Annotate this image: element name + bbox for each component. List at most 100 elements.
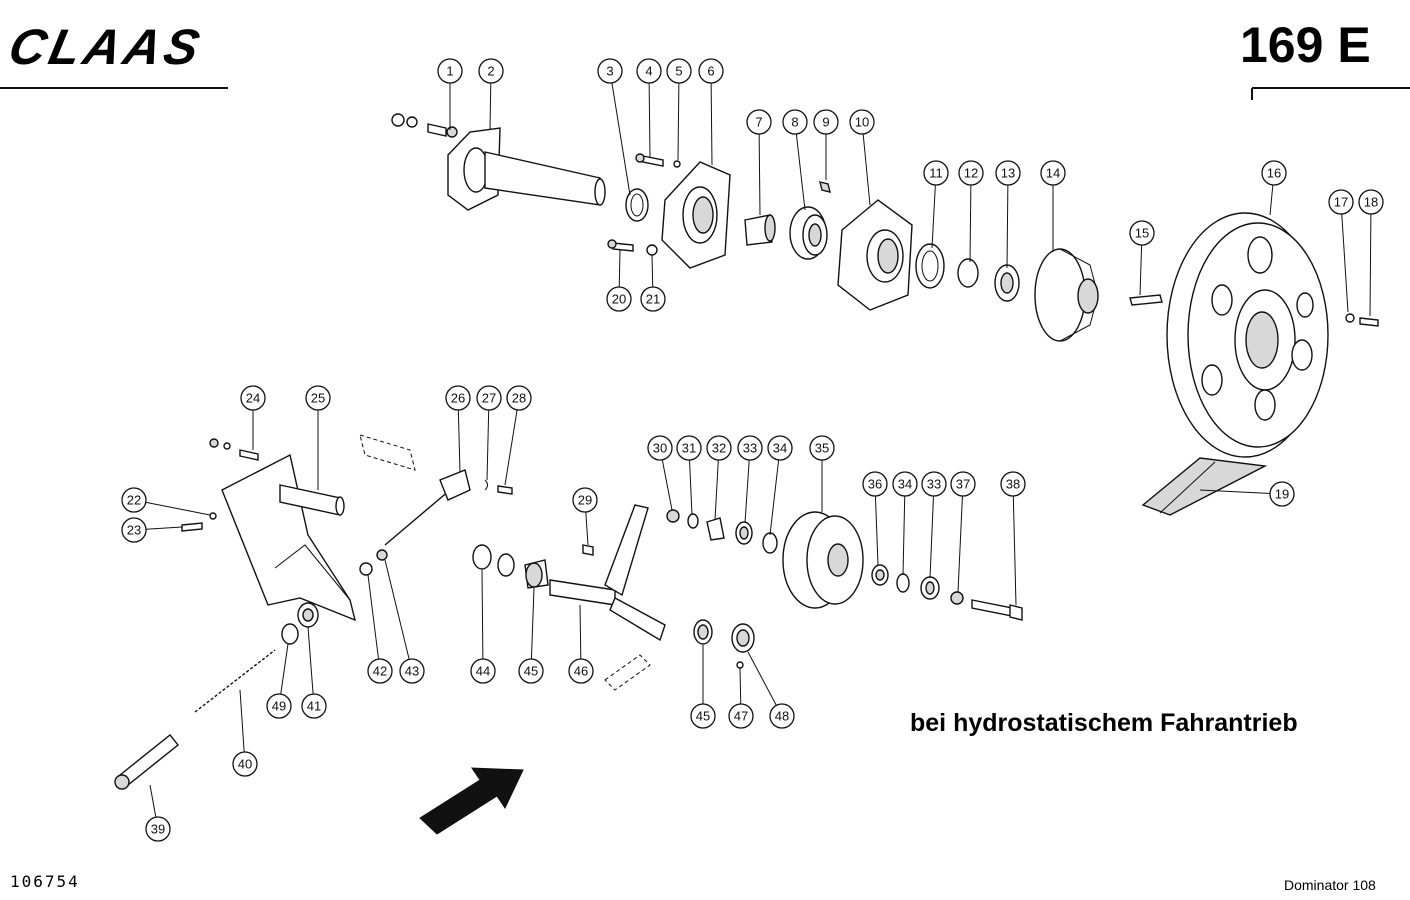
callout-13: 13: [995, 160, 1021, 186]
callout-number: 3: [606, 64, 613, 79]
part-pin-39: [114, 734, 179, 790]
leader-line-22: [133, 499, 211, 516]
callout-35: 35: [809, 435, 835, 461]
callout-bubble: [470, 658, 496, 684]
callout-bubble: [782, 109, 808, 135]
callout-bubble: [640, 286, 666, 312]
callout-bubble: [862, 471, 888, 497]
part-ring-44b: [497, 553, 515, 577]
callout-bubble: [690, 703, 716, 729]
callout-17: 17: [1328, 189, 1354, 215]
part-key-15: [1129, 294, 1163, 306]
callout-bubble: [568, 658, 594, 684]
leader-line-38: [1012, 483, 1017, 606]
callout-bubble: [767, 435, 793, 461]
part-bracket-plate: [221, 453, 357, 622]
callout-bubble: [240, 385, 266, 411]
part-shaft-flange-2: [447, 127, 606, 211]
part-grease-nipple-47: [736, 661, 744, 669]
callout-number: 4: [645, 64, 652, 79]
callout-number: 17: [1334, 195, 1348, 210]
callout-39: 39: [145, 816, 171, 842]
part-bolt-20: [607, 239, 634, 252]
part-seal-ring-3: [625, 188, 649, 222]
callout-bubble: [518, 658, 544, 684]
leader-line-12: [969, 172, 972, 263]
callout-number: 32: [712, 441, 726, 456]
callout-number: 45: [696, 709, 710, 724]
callout-bubble: [1000, 471, 1026, 497]
callout-9: 9: [813, 109, 839, 135]
part-washer-22: [209, 512, 217, 520]
callout-bubble: [813, 109, 839, 135]
callout-bubble: [950, 471, 976, 497]
callout-1: 1: [437, 58, 463, 84]
callout-bubble: [995, 160, 1021, 186]
callout-number: 20: [612, 292, 626, 307]
leader-line-18: [1369, 201, 1372, 317]
part-bush-45: [524, 559, 549, 589]
leader-line-17: [1340, 201, 1349, 313]
part-washer-21: [646, 244, 658, 256]
direction-arrow-icon: [419, 767, 524, 835]
leader-line-44: [481, 569, 484, 672]
part-flange-plate-10: [837, 199, 913, 311]
callout-bubble: [1129, 220, 1155, 246]
callout-5: 5: [666, 58, 692, 84]
callout-40: 40: [232, 751, 258, 777]
part-rod-26: [359, 434, 471, 546]
callout-34: 34: [892, 471, 918, 497]
part-seal-ring-11: [915, 243, 945, 289]
callout-bubble: [232, 751, 258, 777]
part-idler-pulley-35: [782, 511, 864, 609]
part-bush-48: [731, 623, 755, 653]
callout-3: 3: [597, 58, 623, 84]
callout-43: 43: [399, 658, 425, 684]
callout-29: 29: [572, 487, 598, 513]
callout-number: 21: [646, 292, 660, 307]
leader-line-33: [929, 483, 935, 579]
callout-bubble: [301, 693, 327, 719]
part-nut-41: [297, 602, 319, 628]
part-bush-36: [871, 564, 889, 586]
callout-number: 34: [773, 441, 787, 456]
callout-number: 26: [451, 391, 465, 406]
part-nut-37: [950, 591, 964, 605]
part-pin-28: [497, 485, 513, 495]
part-nut-13: [994, 264, 1020, 302]
leader-line-41: [307, 626, 315, 707]
callout-bubble: [476, 385, 502, 411]
callout-number: 2: [487, 64, 494, 79]
callout-number: 22: [127, 493, 141, 508]
leader-line-3: [609, 70, 631, 196]
part-nut-30: [666, 509, 680, 523]
leader-line-34: [769, 447, 781, 536]
callout-number: 10: [855, 115, 869, 130]
callout-bubble: [121, 487, 147, 513]
callout-42: 42: [367, 658, 393, 684]
callout-19: 19: [1269, 481, 1295, 507]
leader-line-42: [367, 574, 381, 672]
leader-line-10: [861, 121, 871, 206]
part-washer-31: [687, 513, 699, 529]
callout-number: 34: [898, 477, 912, 492]
callout-number: 19: [1275, 487, 1289, 502]
callout-12: 12: [958, 160, 984, 186]
part-sleeve-7: [744, 214, 776, 246]
callout-25: 25: [305, 385, 331, 411]
callout-14: 14: [1040, 160, 1066, 186]
callout-number: 33: [927, 477, 941, 492]
callout-number: 12: [964, 166, 978, 181]
callout-4: 4: [636, 58, 662, 84]
callout-bubble: [572, 487, 598, 513]
callout-number: 8: [791, 115, 798, 130]
part-grease-nipple-29: [582, 544, 594, 556]
callout-bubble: [892, 471, 918, 497]
leader-line-37: [957, 483, 964, 593]
callout-number: 14: [1046, 166, 1060, 181]
callout-bubble: [958, 160, 984, 186]
leader-line-4: [648, 70, 651, 159]
callout-number: 44: [476, 664, 490, 679]
callout-38: 38: [1000, 471, 1026, 497]
